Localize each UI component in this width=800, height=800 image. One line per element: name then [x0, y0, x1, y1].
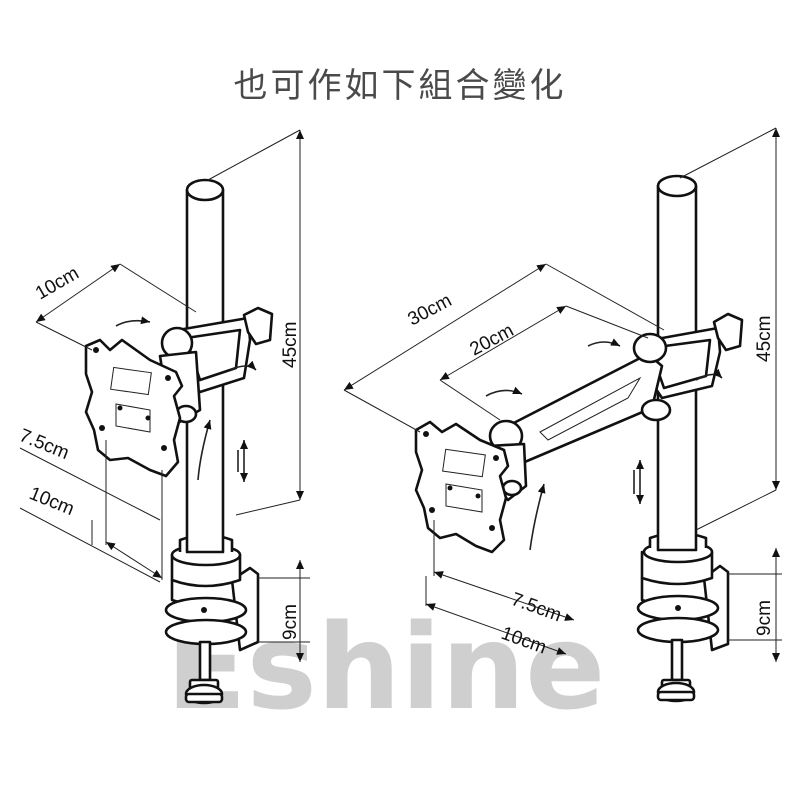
left-arm-depth-label: 10cm	[32, 263, 83, 304]
right-arm-rotate-arrow-icon	[485, 386, 523, 397]
left-vesa-small-label: 7.5cm	[16, 425, 72, 464]
right-clamp-thickness-label: 9cm	[754, 600, 775, 636]
right-height-adjust-icon	[633, 460, 644, 504]
left-swivel-arrow-icon	[115, 316, 151, 327]
left-tilt-arrow-icon	[197, 419, 212, 481]
right-pole-height-label: 45cm	[754, 316, 775, 362]
right-desk-clamp	[636, 564, 730, 703]
left-pole-height-label: 45cm	[280, 322, 301, 368]
right-swivel-arrow-icon	[587, 338, 621, 347]
left-vesa-large-label: 10cm	[26, 483, 77, 520]
right-tilt-arrow-icon	[529, 483, 546, 551]
left-height-adjust-icon	[237, 440, 248, 482]
right-collar-knob-icon	[712, 312, 744, 352]
right-vesa-plate	[414, 420, 510, 554]
right-collar-rotate-arrow-icon	[695, 368, 723, 381]
page-title: 也可作如下組合變化	[233, 66, 567, 106]
right-extension-arm	[502, 332, 672, 466]
left-arm-rotate-arrow-icon	[229, 360, 257, 371]
right-arm-inner-label: 20cm	[466, 320, 517, 360]
left-collar-knob-icon	[242, 306, 274, 346]
right-mount: 30cm 20cm 45cm 7.5cm 10cm 9cm	[343, 127, 782, 703]
left-vesa-plate	[84, 338, 184, 478]
right-arm-total-label: 30cm	[404, 290, 455, 330]
left-clamp-thickness-label: 9cm	[280, 604, 301, 640]
left-desk-clamp	[164, 566, 260, 705]
left-mount: 10cm 45cm 7.5cm 10cm 9cm	[16, 129, 310, 705]
